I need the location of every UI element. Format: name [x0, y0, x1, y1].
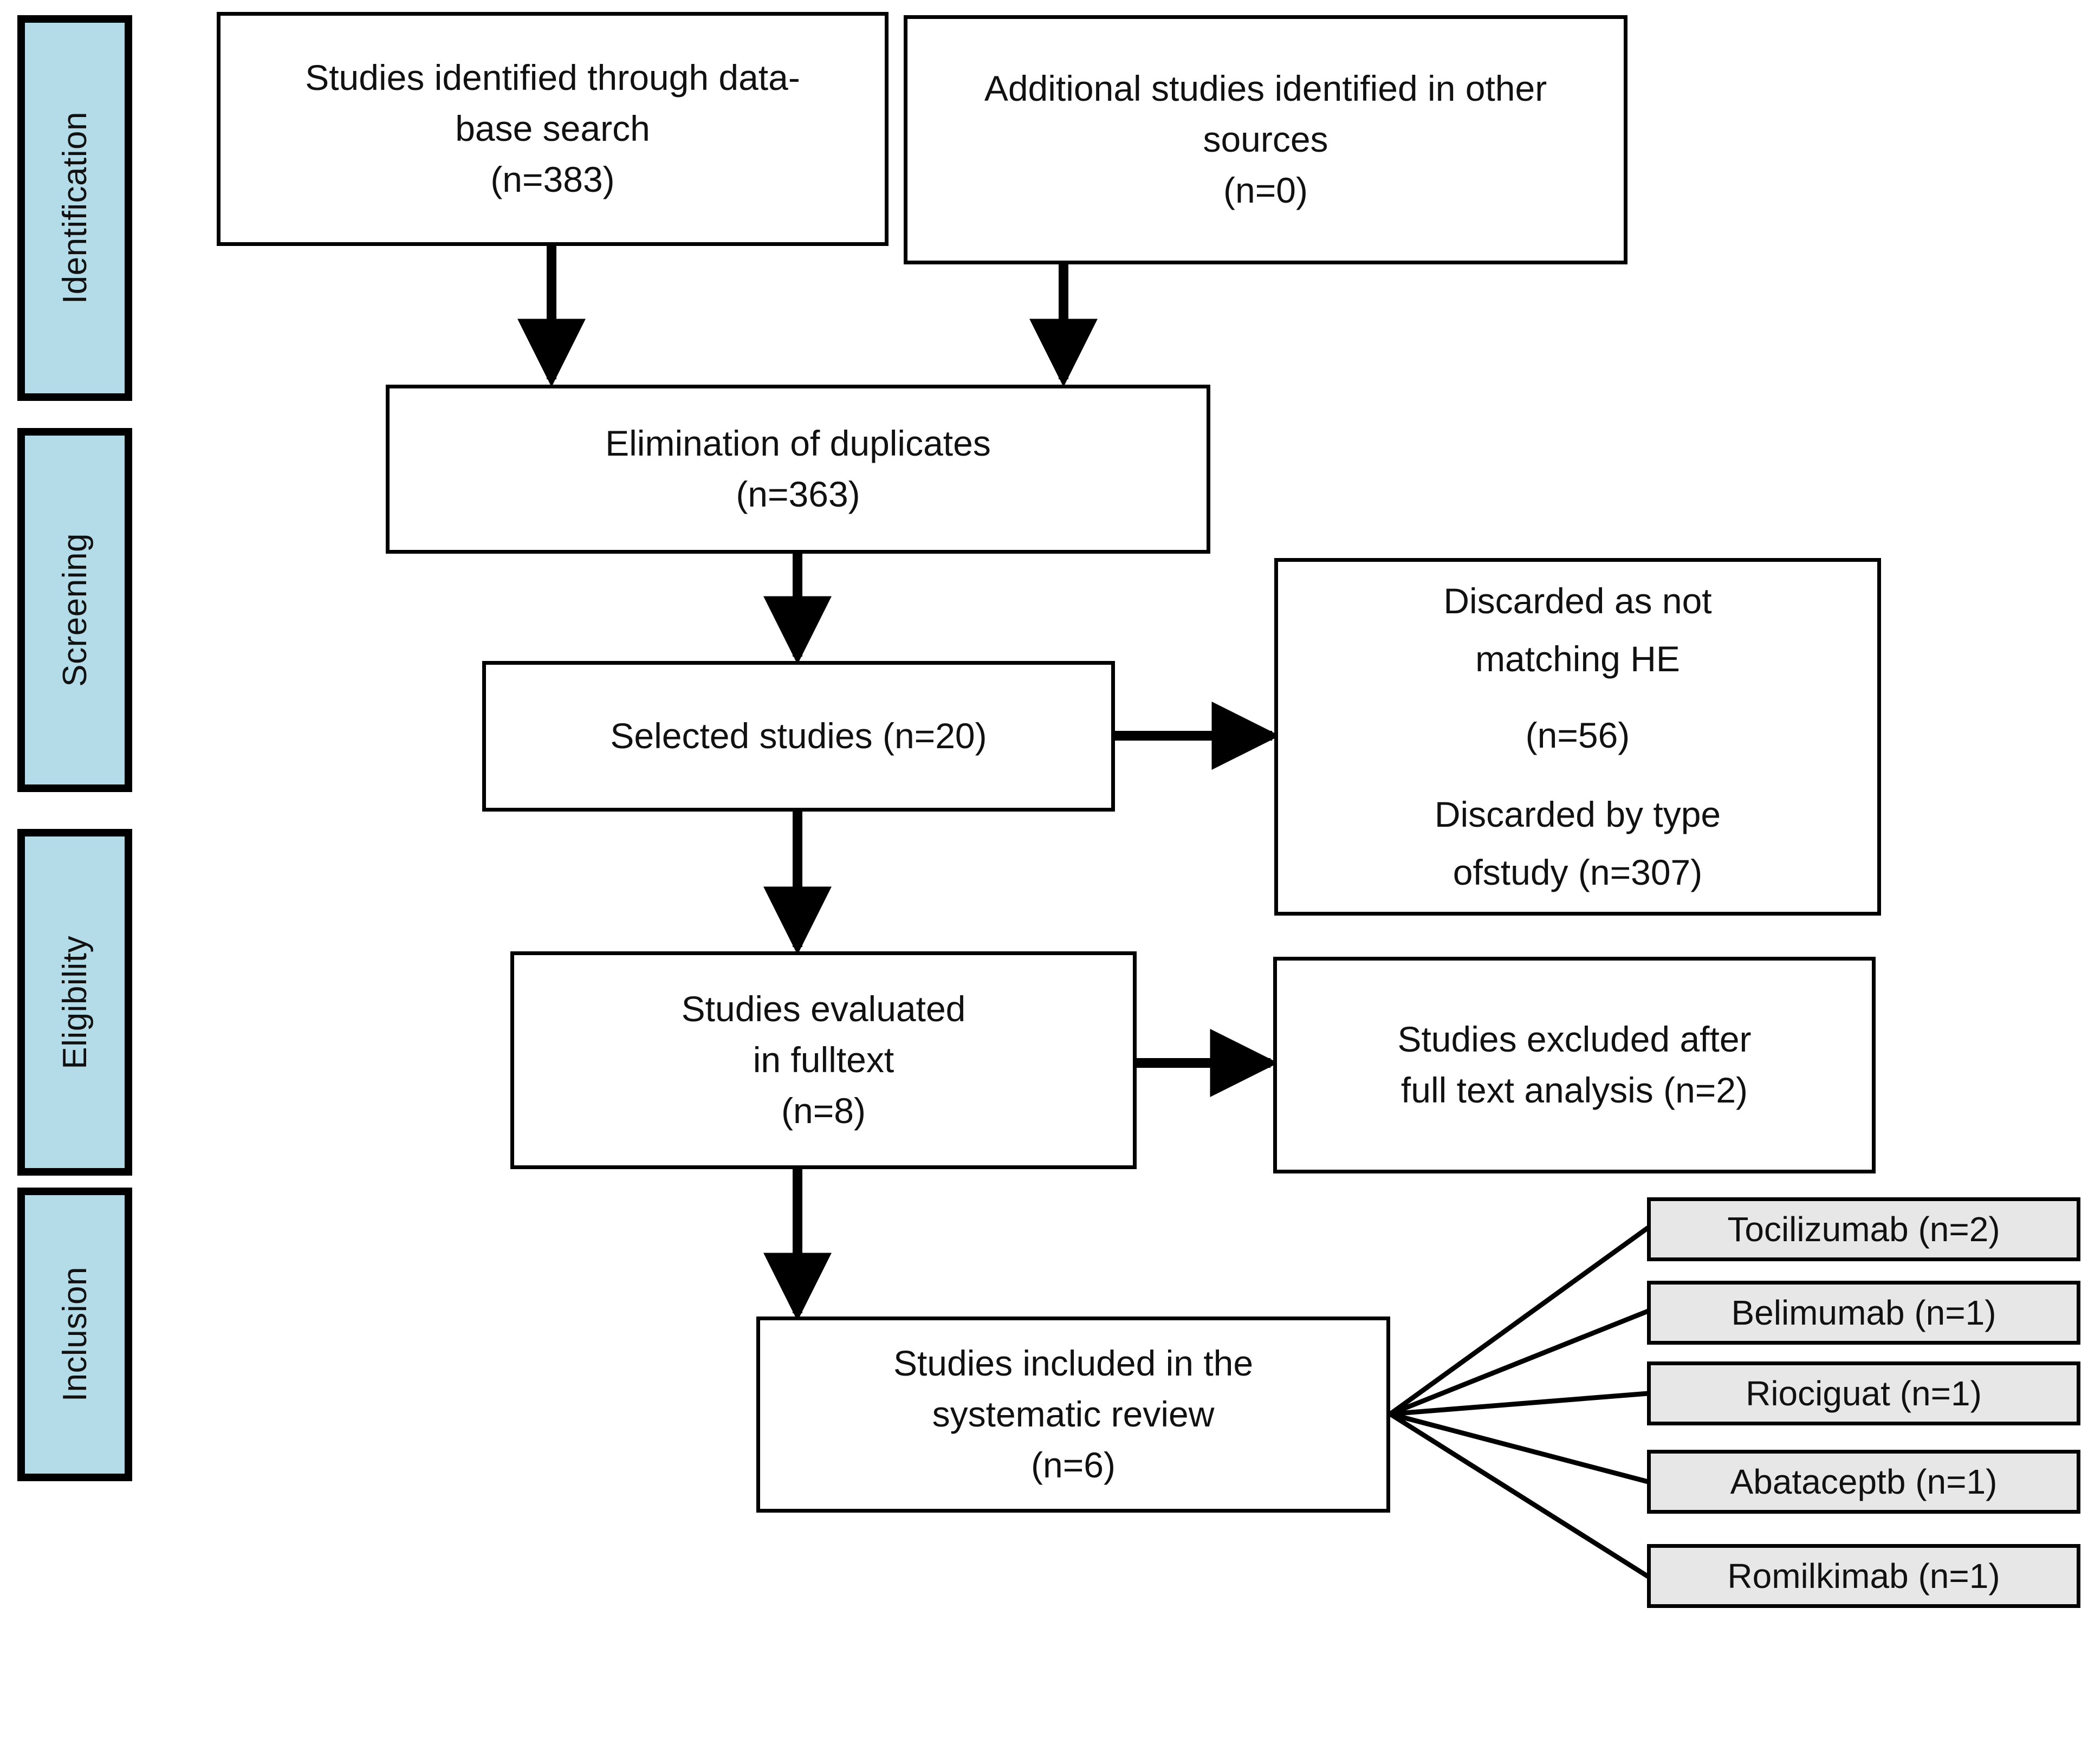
box-studies-evaluated-fulltext: Studies evaluated in fulltext (n=8) [510, 951, 1137, 1169]
box-database-search-line2: base search [455, 108, 650, 149]
stage-label-screening: Screening [56, 533, 94, 687]
stage-label-inclusion: Inclusion [56, 1267, 94, 1402]
box-other-sources-line1: Additional studies identified in other [984, 68, 1547, 109]
box-elimination-of-duplicates: Elimination of duplicates (n=363) [386, 385, 1210, 554]
drug-box-riociguat: Riociguat (n=1) [1647, 1361, 2080, 1425]
box-fulltext-line1: Studies evaluated [681, 989, 966, 1029]
drug-label-belimumab: Belimumab (n=1) [1731, 1293, 1996, 1332]
connector-included-to-drug-2 [1389, 1308, 1649, 1417]
box-included-line2: systematic review [932, 1394, 1215, 1435]
stage-label-identification: Identification [56, 112, 94, 304]
box-other-sources: Additional studies identified in other s… [904, 15, 1627, 264]
box-studies-included: Studies included in the systematic revie… [756, 1316, 1390, 1513]
stage-label-eligibility: Eligibility [56, 935, 94, 1069]
box-discarded-spacer-2 [1435, 764, 1721, 786]
box-duplicates-line1: Elimination of duplicates [605, 423, 991, 464]
box-included-line3: (n=6) [1031, 1444, 1116, 1485]
box-database-search: Studies identified through data- base se… [217, 12, 889, 246]
box-discarded-line5: ofstudy (n=307) [1452, 852, 1703, 893]
box-discarded: Discarded as not matching HE (n=56) Disc… [1274, 558, 1881, 916]
drug-box-romilkimab: Romilkimab (n=1) [1647, 1544, 2080, 1608]
box-duplicates-line2: (n=363) [736, 474, 860, 514]
box-excluded-line2: full text analysis (n=2) [1400, 1070, 1748, 1110]
box-excluded-line1: Studies excluded after [1397, 1019, 1752, 1060]
box-selected-studies: Selected studies (n=20) [482, 661, 1115, 812]
box-fulltext-line2: in fulltext [753, 1040, 894, 1080]
box-database-search-line3: (n=383) [490, 159, 615, 199]
connector-included-to-drug-3 [1390, 1391, 1649, 1417]
connector-included-to-drug-1 [1389, 1225, 1650, 1416]
box-discarded-line3: (n=56) [1525, 715, 1630, 755]
drug-label-tocilizumab: Tocilizumab (n=2) [1727, 1210, 2000, 1249]
box-discarded-line4: Discarded by type [1434, 794, 1721, 835]
box-discarded-spacer-1 [1435, 688, 1721, 706]
drug-label-romilkimab: Romilkimab (n=1) [1727, 1557, 2000, 1596]
box-selected-line1: Selected studies (n=20) [610, 716, 987, 756]
stage-band-eligibility: Eligibility [17, 829, 132, 1176]
box-other-sources-line3: (n=0) [1223, 170, 1308, 210]
box-discarded-line2: matching HE [1475, 638, 1680, 679]
connector-included-to-drug-4 [1389, 1411, 1649, 1484]
box-included-line1: Studies included in the [893, 1343, 1254, 1384]
box-other-sources-line2: sources [1203, 119, 1328, 160]
drug-box-belimumab: Belimumab (n=1) [1647, 1281, 2080, 1345]
drug-label-abataceptb: Abataceptb (n=1) [1730, 1462, 1998, 1501]
connector-included-to-drug-5 [1389, 1412, 1650, 1579]
drug-box-tocilizumab: Tocilizumab (n=2) [1647, 1197, 2080, 1261]
box-fulltext-line3: (n=8) [781, 1090, 866, 1131]
stage-band-screening: Screening [17, 428, 132, 792]
drug-label-riociguat: Riociguat (n=1) [1746, 1374, 1982, 1413]
stage-band-inclusion: Inclusion [17, 1188, 132, 1481]
drug-box-abataceptb: Abataceptb (n=1) [1647, 1450, 2080, 1514]
stage-band-identification: Identification [17, 15, 132, 401]
box-studies-excluded-fulltext: Studies excluded after full text analysi… [1273, 957, 1876, 1173]
box-discarded-line1: Discarded as not [1443, 580, 1712, 621]
box-database-search-line1: Studies identified through data- [305, 57, 800, 98]
